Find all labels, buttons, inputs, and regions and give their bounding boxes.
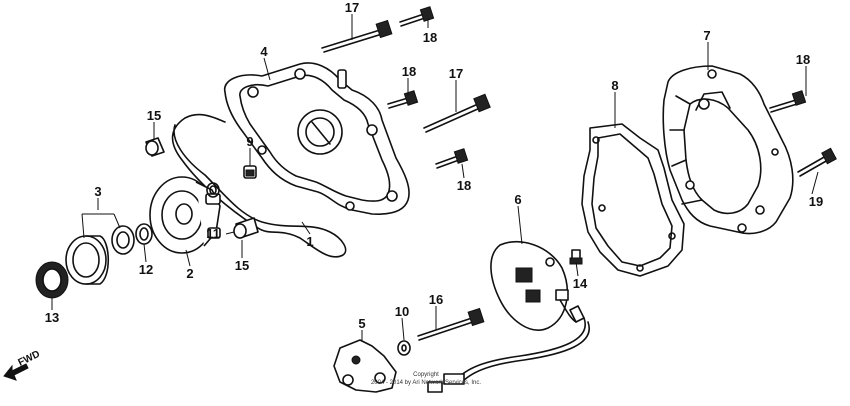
copyright-line1: Copyright [413,372,439,378]
part-7-case-cover [662,65,794,235]
callout-5: 5 [358,316,365,331]
part-15-dowel-lower [233,217,259,239]
bolt-16 [417,307,485,341]
callout-8: 8 [611,78,618,93]
part-13-oil-seal [35,261,69,299]
bolt-18-mid [387,90,419,109]
callout-9: 9 [246,134,253,149]
callout-15-upper: 15 [147,108,161,123]
arrow-icon [3,363,29,381]
part-12-ring [135,223,153,245]
callout-18-mid: 18 [402,64,416,79]
callout-18-right: 18 [796,52,810,67]
part-14-grommet [569,249,583,265]
bolt-19-right [797,147,837,177]
callout-1: 1 [306,234,313,249]
callout-4: 4 [260,44,268,59]
callout-18-upper: 18 [423,30,437,45]
callout-17-mid: 17 [449,66,463,81]
callout-labels: 17 18 4 7 18 18 17 8 15 9 18 19 3 1 6 11… [45,0,823,331]
callout-15-lower: 15 [235,258,249,273]
callout-10: 10 [395,304,409,319]
bolt-18-lower [435,148,469,169]
callout-17-upper: 17 [345,0,359,15]
part-11-oring [206,182,220,198]
fwd-arrow: FWD [3,349,42,381]
callout-3: 3 [94,184,101,199]
part-4-pump-cover [224,62,410,215]
copyright: Copyright 2004 - 2014 by Ari Network Ser… [371,372,481,386]
callout-6: 6 [514,192,521,207]
fwd-label: FWD [16,349,41,369]
part-3-seal-set [65,225,135,285]
part-6-pulse-plate [490,240,585,331]
bolt-17-mid [423,93,491,133]
callout-2: 2 [186,266,193,281]
part-15-dowel-upper [145,137,165,157]
copyright-line2: 2004 - 2014 by Ari Network Services, Inc… [371,380,481,386]
part-5-housing [333,339,397,393]
wire-harness [427,317,591,393]
callout-11: 11 [206,226,220,241]
part-1-gasket [171,113,347,258]
bolt-18-upper [399,6,435,27]
part-8-case-gasket [581,123,685,277]
callout-13: 13 [45,310,59,325]
bolt-17-upper [321,19,393,53]
callout-14: 14 [573,276,588,291]
callout-16: 16 [429,292,443,307]
leader-lines [51,14,819,342]
part-9-bolt [243,165,257,179]
callout-7: 7 [703,28,710,43]
callout-18-lower: 18 [457,178,471,193]
bolt-18-right [769,90,807,113]
callout-19: 19 [809,194,823,209]
part-10-washer [397,340,411,356]
part-2-pump-housing [149,176,221,254]
callout-12: 12 [139,262,153,277]
